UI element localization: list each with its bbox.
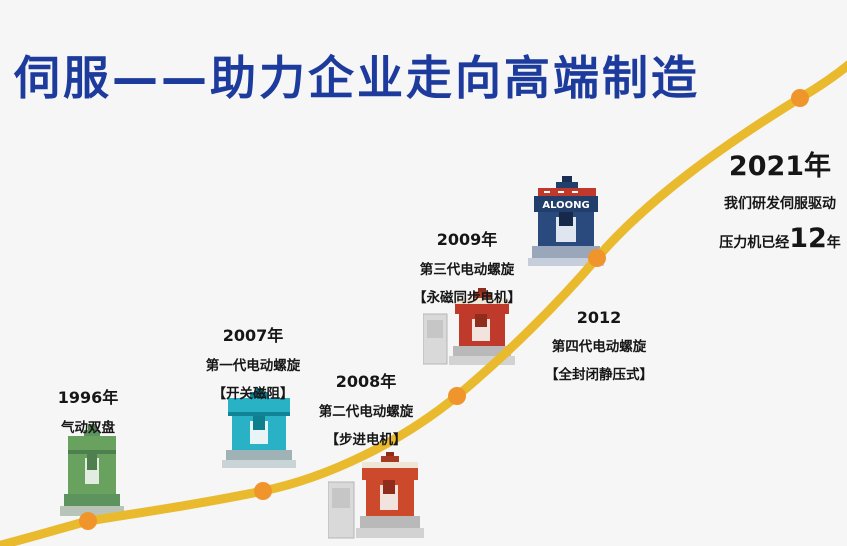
milestone-year: 2021年 bbox=[728, 151, 832, 182]
milestone-line: 压力机已经12年 bbox=[719, 223, 841, 254]
milestone-year: 2008年 bbox=[335, 372, 397, 391]
milestone-line: 我们研发伺服驱动 bbox=[723, 196, 836, 212]
milestone-2007: 2007年 第一代电动螺旋 【开关磁阻】 bbox=[206, 322, 301, 402]
machine-brand-label: ALOONG bbox=[542, 200, 589, 211]
milestone-line: 第二代电动螺旋 bbox=[318, 404, 414, 420]
milestone-line-prefix: 压力机已经 bbox=[719, 235, 790, 251]
milestone-line: 第四代电动螺旋 bbox=[551, 339, 647, 355]
press-machine-2012: ALOONG bbox=[518, 176, 614, 272]
press-machine-2008 bbox=[327, 452, 424, 546]
page-title: 伺服——助力企业走向高端制造 bbox=[14, 51, 700, 105]
timeline-dot-2007 bbox=[254, 482, 272, 500]
milestone-line: 第三代电动螺旋 bbox=[419, 262, 515, 278]
milestone-year: 2007年 bbox=[222, 326, 284, 345]
milestone-line-suffix: 年 bbox=[826, 235, 841, 251]
milestone-2021: 2021年 我们研发伺服驱动 压力机已经12年 bbox=[719, 144, 841, 254]
milestone-2008: 2008年 第二代电动螺旋 【步进电机】 bbox=[319, 368, 414, 448]
milestone-line: 第一代电动螺旋 bbox=[205, 358, 301, 374]
timeline-dot-2021 bbox=[791, 89, 809, 107]
milestone-year: 2012 bbox=[576, 308, 622, 327]
timeline-dot-2008 bbox=[448, 387, 466, 405]
milestone-year: 2009年 bbox=[436, 230, 498, 249]
milestone-line: 【永磁同步电机】 bbox=[413, 290, 521, 306]
milestone-line: 气动双盘 bbox=[60, 420, 115, 436]
milestone-line: 【步进电机】 bbox=[325, 432, 407, 448]
milestone-1996: 1996年 气动双盘 bbox=[58, 384, 119, 436]
milestone-line: 【开关磁阻】 bbox=[212, 386, 294, 402]
milestone-line: 【全封闭静压式】 bbox=[545, 367, 653, 383]
milestone-2009: 2009年 第三代电动螺旋 【永磁同步电机】 bbox=[413, 226, 521, 306]
milestone-years-count: 12 bbox=[789, 223, 827, 254]
milestone-2012: 2012 第四代电动螺旋 【全封闭静压式】 bbox=[545, 308, 653, 383]
press-machine-1996 bbox=[52, 424, 132, 524]
milestone-year: 1996年 bbox=[57, 388, 119, 407]
